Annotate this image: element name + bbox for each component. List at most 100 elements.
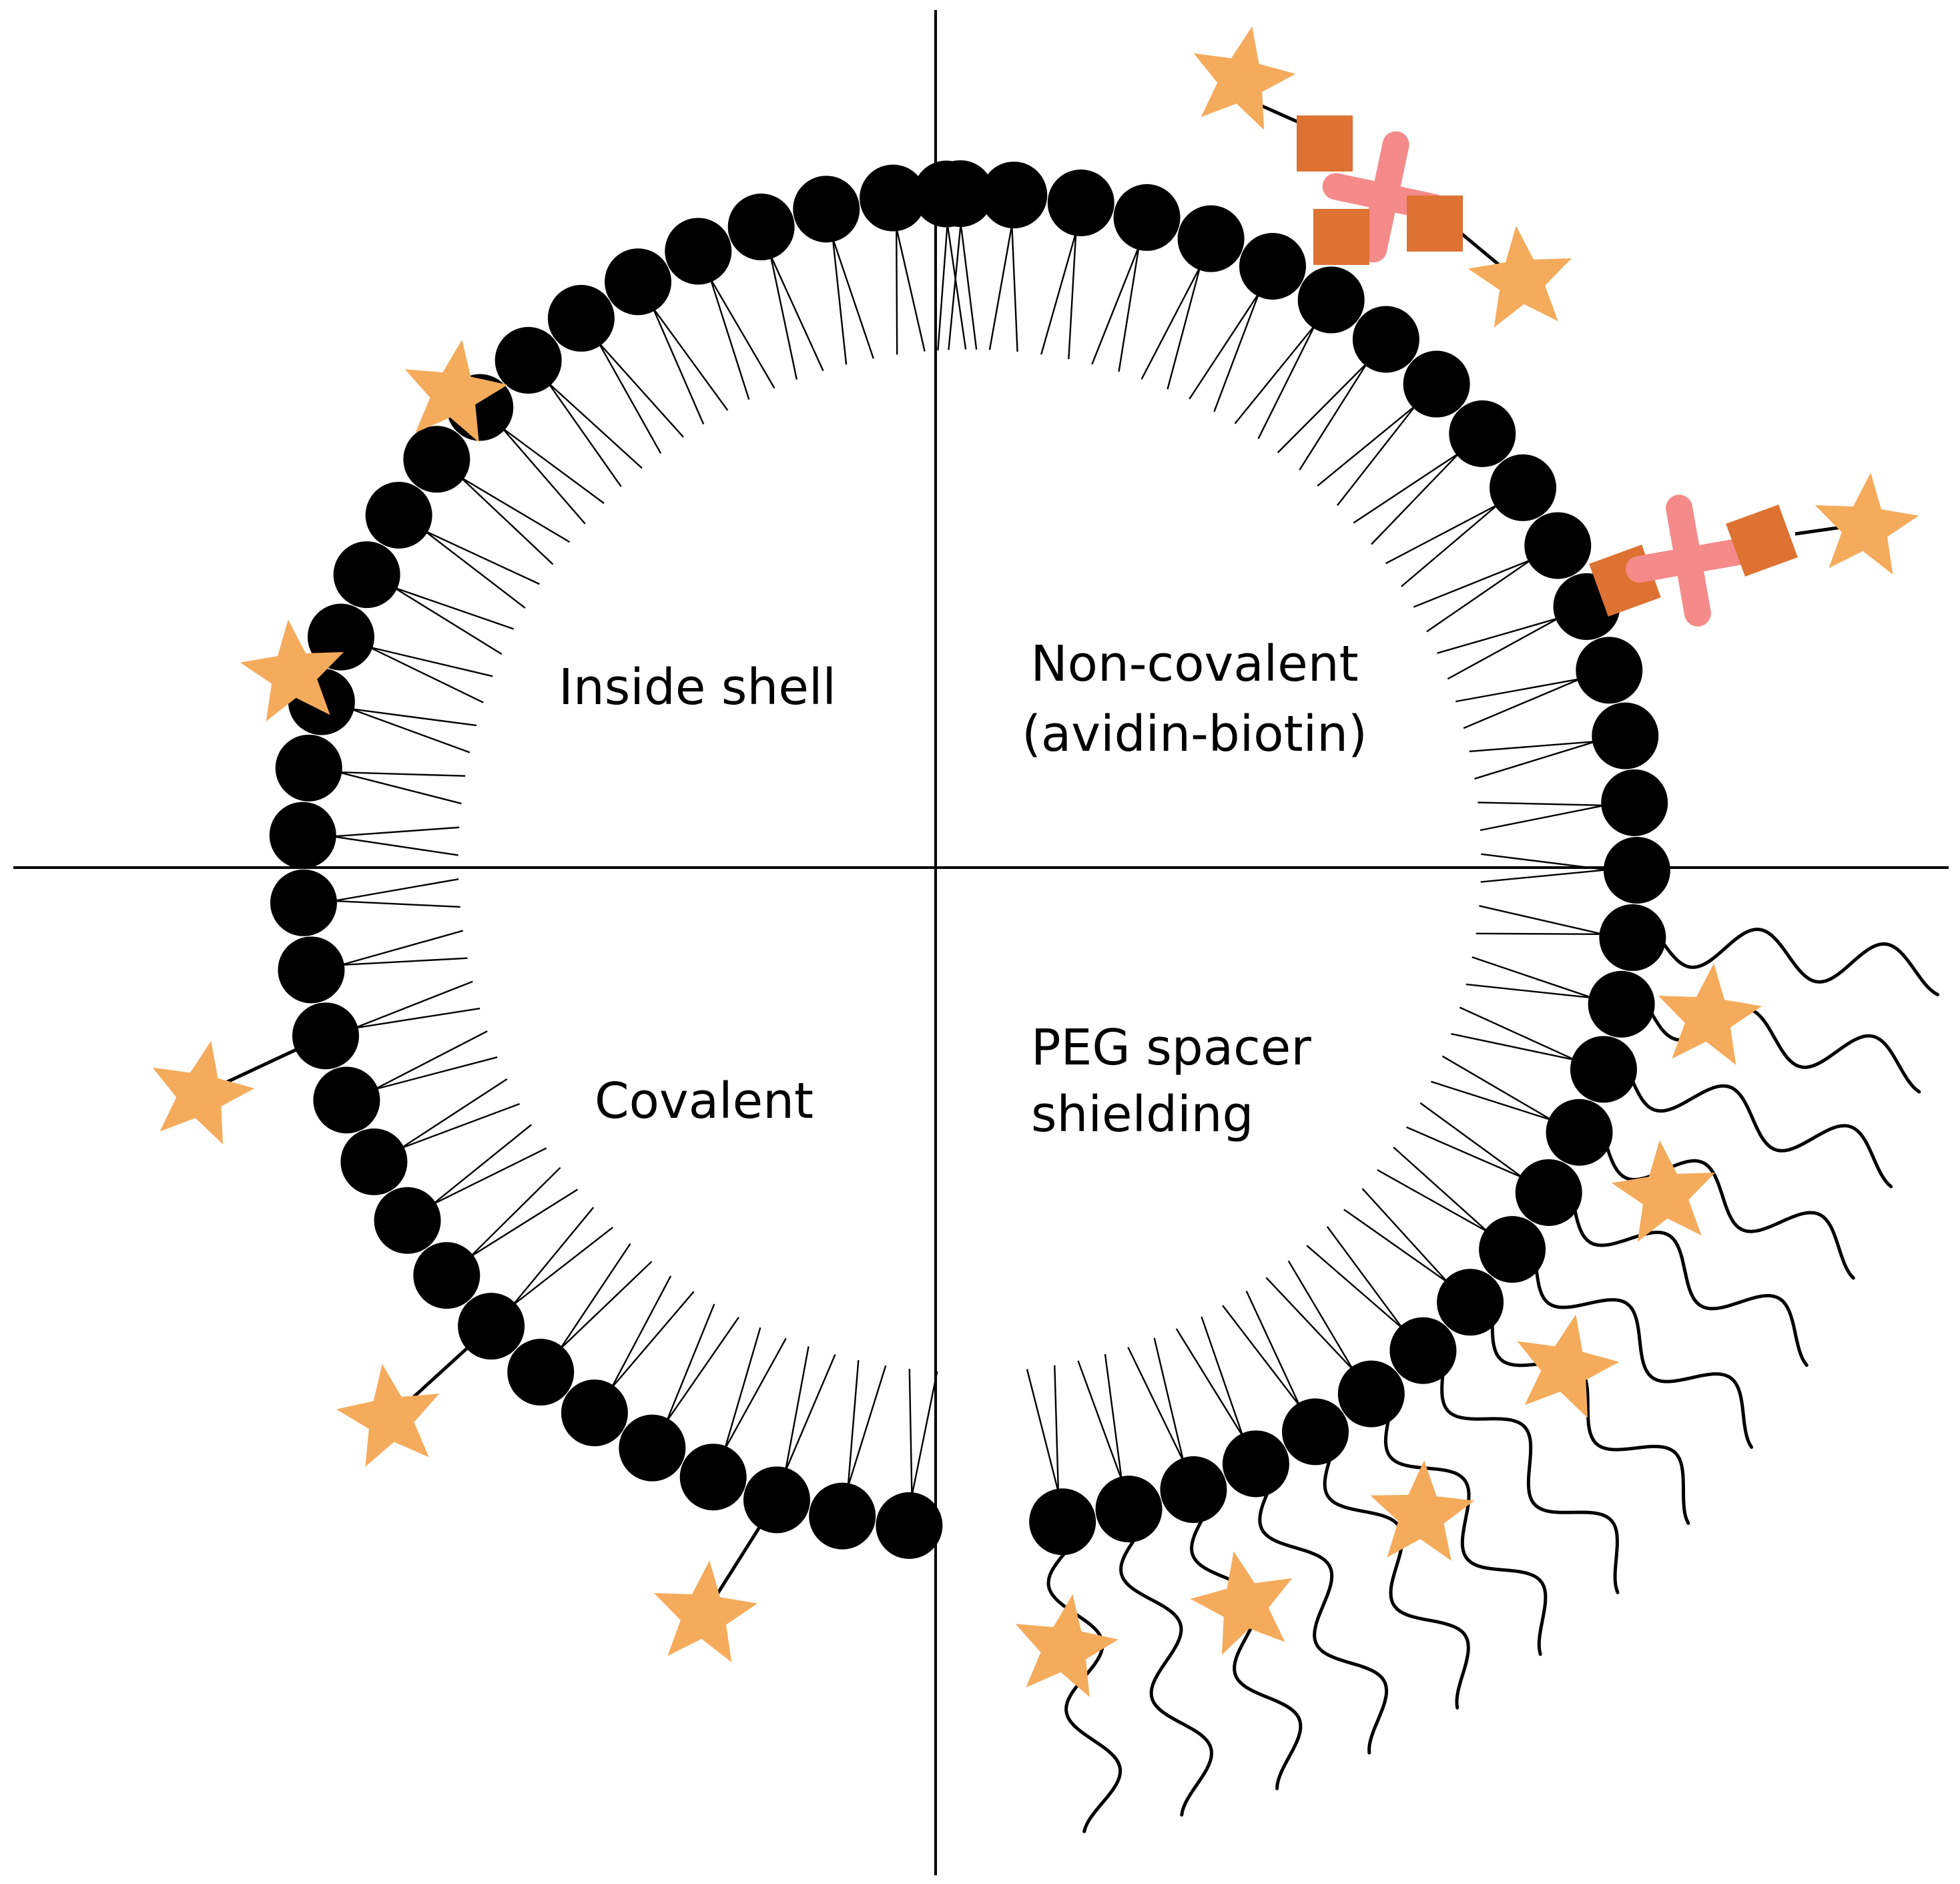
lipid-head [860,164,927,232]
lipid-head [561,1379,628,1447]
lipid-tail [1040,232,1077,355]
lipid-head [269,802,336,869]
biotin-square [1297,115,1353,172]
peg-chain [1572,1205,1809,1367]
lipid-tail [1343,1209,1449,1283]
lipid-head [1047,170,1114,237]
lipid-head [1576,637,1643,704]
lipid-tail [1455,677,1581,703]
label-peg-spacer: PEG spacer [1031,1019,1311,1076]
lipid-tail [1091,246,1140,365]
lipid-tail [368,646,484,703]
biotin-square [1313,209,1369,265]
avidin-cross-arm [1666,495,1711,627]
lipid-tail [769,255,798,380]
lipid-tail [338,771,466,777]
lipid-tail [709,278,775,389]
label-inside-shell: Inside shell [559,659,836,716]
lipid-tail [1326,1226,1403,1329]
ligand-linkers [199,95,1843,1616]
lipid-tail [598,342,684,438]
lipid-tail [338,771,462,805]
lipid-tail [1222,1305,1301,1407]
lipid-tail [611,1275,672,1389]
lipid-tail [374,1056,498,1090]
lipid-tail [832,238,848,365]
lipid-tail [665,1317,739,1422]
lipid-head [495,326,562,394]
lipid-head [743,1466,810,1534]
peg-chain [1660,927,1940,996]
peg-chain [1490,1319,1690,1525]
lipid-tail [354,980,473,1029]
lipid-tail [723,1327,761,1450]
ligand-star [1370,1460,1475,1561]
lipid-head [270,869,337,936]
lipid-head [278,936,345,1004]
avidin-cross [1626,495,1751,627]
lipid-tail [393,587,503,655]
lipid-head [458,1293,525,1360]
ligand-star [1658,963,1762,1065]
lipid-tail [469,1167,561,1258]
lipid-tail [1451,1032,1576,1061]
lipid-head [275,734,342,802]
lipid-tail [1234,324,1316,424]
lipid-head [1479,1216,1546,1283]
lipid-head [313,1066,380,1134]
lipid-head [547,284,615,352]
lipid-tail [1167,266,1201,390]
peg-chain [1630,1076,1893,1189]
lipid-head [1160,1456,1227,1524]
ligand-star [1467,226,1572,328]
lipid-head [413,1242,480,1309]
lipid-head [1588,970,1655,1038]
lipid-tail [1077,1360,1122,1480]
lipid-tail [1385,503,1499,565]
lipid-tail [1377,1169,1489,1233]
lipid-tail [1480,869,1608,883]
lipid-tail [1459,1006,1576,1061]
ligand-star [1190,1551,1293,1655]
lipid-tail [769,255,824,372]
lipid-head [1437,1269,1504,1336]
biotin-square [1407,196,1463,252]
lipid-tail [1480,804,1605,832]
lipid-tail [332,836,458,856]
lipid-tail [723,1337,787,1450]
lipid-head [927,160,994,228]
lipid-tail [1426,559,1532,633]
label-covalent: Covalent [595,1072,813,1130]
lipid-heads [269,160,1670,1559]
label-non-covalent: Non-covalent [1030,635,1358,693]
ligand-stars [152,26,1919,1697]
lipid-head [1177,205,1245,272]
lipid-head [1599,904,1666,971]
lipid-head [374,1187,441,1254]
lipid-head [1352,306,1419,373]
lipid-tail [547,382,643,469]
lipid-tail [393,587,515,630]
lipid-tail [469,1189,579,1258]
lipid-tail [424,530,540,585]
lipid-head [1546,1098,1613,1166]
lipid-tail [559,1261,653,1350]
lipid-tail [1175,1328,1244,1438]
lipid-tail [1140,266,1201,380]
lipid-tail [1479,905,1603,935]
lipid-tail [1127,1347,1185,1462]
lipid-tail [665,1303,715,1422]
lipid-tail [652,307,729,411]
lipid-head [605,248,672,316]
lipid-tail [1478,802,1605,806]
lipid-head [1515,1159,1582,1226]
lipid-head [1297,266,1365,334]
lipid-head [1337,1360,1405,1428]
lipid-tail [400,1078,508,1149]
lipid-tail [1481,853,1608,871]
lipid-head [507,1339,575,1406]
peg-chain [1534,1265,1754,1449]
lipid-tail [1257,324,1316,439]
